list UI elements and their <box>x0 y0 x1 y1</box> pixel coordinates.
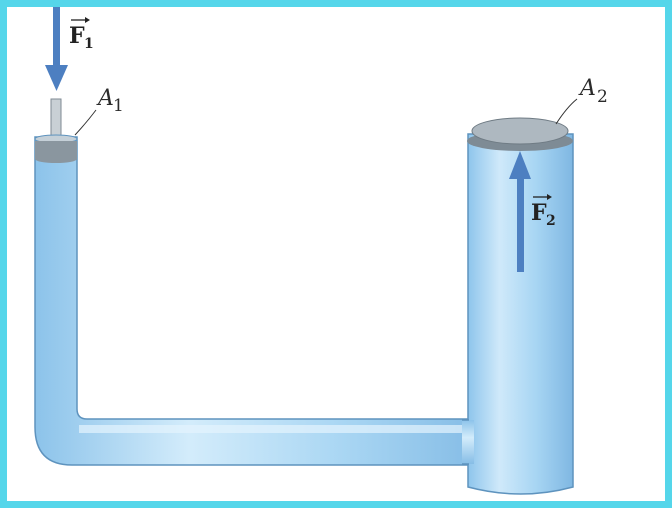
fluid-container <box>34 133 574 495</box>
a2-leader-line <box>555 98 578 125</box>
large-cylinder <box>467 133 574 495</box>
label-a1: A 1 <box>96 86 124 116</box>
pipe-highlight <box>79 425 475 433</box>
label-f1: F 1 <box>69 17 94 52</box>
small-piston <box>34 98 78 163</box>
label-f2: F 2 <box>531 194 556 229</box>
diagram-frame: F 1 A 1 A 2 F 2 <box>7 7 665 501</box>
label-f2-sub: 2 <box>546 213 556 229</box>
label-a1-main: A <box>96 86 114 111</box>
a1-leader-line <box>74 109 97 136</box>
label-f1-sub: 1 <box>84 36 94 52</box>
hydraulic-press-diagram: F 1 A 1 A 2 F 2 <box>34 7 608 495</box>
label-f1-main: F <box>69 23 85 49</box>
label-a2: A 2 <box>578 76 608 107</box>
large-piston-top <box>471 117 569 145</box>
force-arrow-f2 <box>509 151 531 272</box>
label-a1-sub: 1 <box>113 96 124 116</box>
small-piston-rod <box>50 98 62 140</box>
force-arrow-f1 <box>45 7 68 91</box>
small-tube <box>34 136 476 466</box>
label-a2-main: A <box>578 76 596 101</box>
label-a2-sub: 2 <box>597 87 608 107</box>
large-piston <box>467 117 573 151</box>
small-piston-head <box>35 141 77 159</box>
label-f2-main: F <box>531 200 547 226</box>
